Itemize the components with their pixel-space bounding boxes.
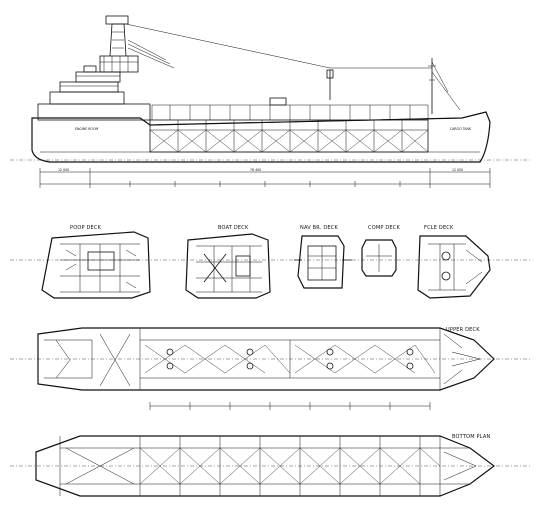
poop-deck-label: POOP DECK xyxy=(70,225,102,231)
profile-hull xyxy=(31,111,491,163)
nav-br-deck-label: NAV BR. DECK xyxy=(300,225,338,231)
boat-deck-plan: BOAT DECK xyxy=(185,225,271,299)
nav-br-deck-plan: NAV BR. DECK xyxy=(294,225,352,289)
mast xyxy=(105,15,175,69)
upper-deck-plan: UPPER DECK xyxy=(10,327,530,391)
main-deck-line xyxy=(149,117,463,126)
profile-dimension-line: 12 000 76 400 12 000 xyxy=(39,168,491,188)
fcle-deck-label: FCLE DECK xyxy=(424,225,454,231)
profile-engine-room-label: ENGINE ROOM xyxy=(75,127,98,131)
profile-view: ENGINE ROOM CARGO TANK 12 000 76 400 12 … xyxy=(10,15,530,188)
fore-mast xyxy=(428,58,461,114)
comp-deck-plan: COMP DECK xyxy=(361,225,400,277)
deck-railing xyxy=(151,104,429,120)
bottom-plan: BOTTOM PLAN xyxy=(10,434,530,497)
dim-aft: 12 000 xyxy=(58,168,69,172)
dim-fore: 12 000 xyxy=(452,168,463,172)
profile-cargo-tank-label: CARGO TANK xyxy=(450,127,472,131)
superstructure xyxy=(37,55,151,121)
boat-deck-label: BOAT DECK xyxy=(218,225,249,231)
bottom-plan-label: BOTTOM PLAN xyxy=(452,434,490,440)
upper-deck-label: UPPER DECK xyxy=(446,327,480,333)
cargo-tank-framing xyxy=(149,119,429,153)
stay-wire xyxy=(125,23,432,69)
dim-cargo: 76 400 xyxy=(250,168,261,172)
poop-deck-plan: POOP DECK xyxy=(41,225,151,299)
cargo-mast-head xyxy=(326,69,334,79)
fcle-deck-plan: FCLE DECK xyxy=(417,225,491,299)
comp-deck-label: COMP DECK xyxy=(368,225,400,231)
deck-house-mid xyxy=(269,97,287,106)
upper-deck-dimension xyxy=(149,402,431,410)
